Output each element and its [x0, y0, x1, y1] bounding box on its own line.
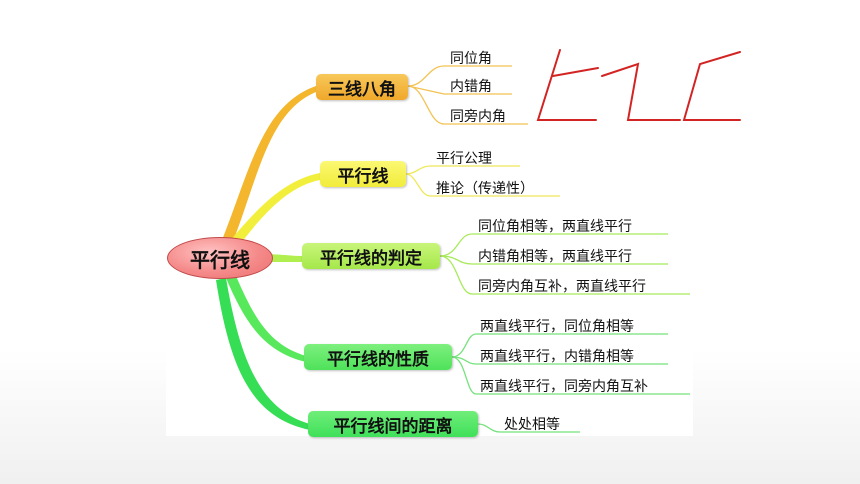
branch-connector-1	[222, 86, 316, 244]
leaf-criterion-3: 同旁内角互补，两直线平行	[478, 279, 646, 295]
sub-connectors-2	[405, 165, 560, 197]
branch-node-parallel-lines: 平行线	[320, 161, 406, 187]
leaf-corresponding-angles: 同位角	[450, 51, 492, 67]
leaf-property-3: 两直线平行，同旁内角互补	[480, 379, 648, 395]
leaf-same-side-interior-angles: 同旁内角	[450, 109, 506, 125]
branch-label: 三线八角	[328, 79, 396, 100]
branch-node-properties: 平行线的性质	[304, 344, 452, 370]
branch-label: 平行线	[337, 166, 389, 187]
sketch-same-side-angle	[682, 51, 741, 121]
sub-connectors-4	[451, 333, 690, 395]
root-node: 平行线	[167, 237, 273, 279]
branch-connector-4	[226, 276, 306, 362]
leaf-corollary-transitivity: 推论（传递性）	[436, 181, 534, 197]
branch-connector-5	[216, 278, 310, 430]
branch-label: 平行线间的距离	[333, 416, 453, 437]
sub-connectors-5	[477, 423, 580, 433]
leaf-property-2: 两直线平行，内错角相等	[480, 349, 634, 365]
sub-connectors-1	[407, 65, 528, 125]
branch-node-criteria: 平行线的判定	[302, 243, 440, 269]
leaf-parallel-postulate: 平行公理	[436, 151, 492, 167]
mindmap-panel	[166, 40, 693, 436]
leaf-criterion-2: 内错角相等，两直线平行	[478, 249, 632, 265]
hand-drawn-angle-sketches	[536, 49, 741, 121]
sub-connectors-3	[439, 233, 690, 295]
branch-node-three-lines-eight-angles: 三线八角	[316, 74, 408, 100]
leaf-criterion-1: 同位角相等，两直线平行	[478, 219, 632, 235]
leaf-alternate-interior-angles: 内错角	[450, 79, 492, 95]
sketch-alternate-angle	[601, 62, 681, 121]
sketch-corresponding-angle	[536, 49, 599, 121]
leaf-distance-everywhere-equal: 处处相等	[504, 417, 560, 433]
branch-label: 平行线的性质	[327, 349, 429, 370]
root-label: 平行线	[190, 247, 250, 272]
branch-node-distance: 平行线间的距离	[308, 411, 478, 437]
leaf-property-1: 两直线平行，同位角相等	[480, 319, 634, 335]
branch-connector-2	[228, 173, 320, 247]
branch-label: 平行线的判定	[320, 248, 422, 269]
